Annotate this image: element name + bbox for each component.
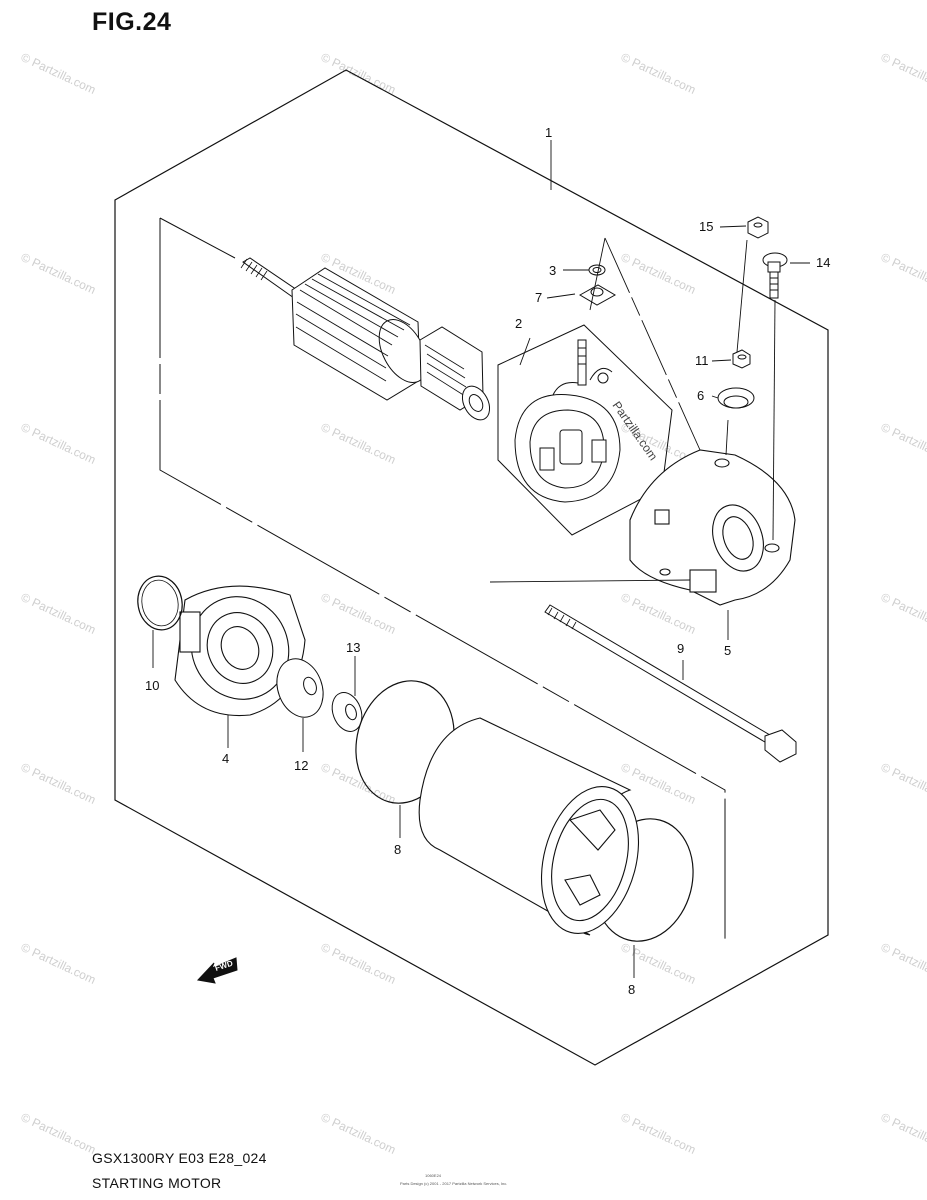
leader-lines: [152, 140, 810, 978]
armature: [240, 257, 491, 421]
o-ring-10: [137, 575, 183, 631]
front-cover-4: [174, 585, 306, 717]
callout-label-12: 12: [294, 758, 308, 773]
watermark-text: © Partzilla.com: [19, 1110, 98, 1157]
watermark-text: © Partzilla.com: [19, 50, 98, 97]
washer-12: [276, 658, 324, 718]
bolt-14: [762, 252, 788, 299]
watermark-text: © Partzilla.com: [19, 940, 98, 987]
watermark-text: © Partzilla.com: [619, 1110, 698, 1157]
callout-label-5: 5: [724, 643, 731, 658]
watermark-text: © Partzilla.com: [879, 940, 927, 987]
fine-print-code: 1060E24: [425, 1173, 442, 1178]
watermark-text: © Partzilla.com: [619, 590, 698, 637]
watermark-text: © Partzilla.com: [19, 250, 98, 297]
model-code: GSX1300RY E03 E28_024: [92, 1150, 267, 1166]
callout-label-6: 6: [697, 388, 704, 403]
o-ring-10-inner: [141, 579, 179, 627]
callout-label-15: 15: [699, 219, 713, 234]
watermark-text: © Partzilla.com: [19, 420, 98, 467]
callout-label-14: 14: [816, 255, 830, 270]
rear-housing: [629, 449, 796, 606]
callout-label-3: 3: [549, 263, 556, 278]
washer-13: [331, 692, 363, 732]
callout-label-10: 10: [145, 678, 159, 693]
washer-6: [717, 387, 755, 409]
callout-label-4: 4: [222, 751, 229, 766]
nut-15: [747, 216, 769, 239]
inner-plane-top-edge: [159, 217, 236, 259]
watermark-text: © Partzilla.com: [879, 590, 927, 637]
watermark-text: © Partzilla.com: [319, 50, 398, 97]
callout-label-8b: 8: [628, 982, 635, 997]
motor-case: [418, 717, 640, 936]
watermark-text: © Partzilla.com: [879, 50, 927, 97]
callout-label-13: 13: [346, 640, 360, 655]
nut-11: [732, 349, 751, 369]
washer-3: [588, 264, 606, 276]
watermark-text: © Partzilla.com: [619, 940, 698, 987]
watermark-layer: © Partzilla.com © Partzilla.com © Partzill…: [19, 50, 927, 1157]
watermark-text: © Partzilla.com: [619, 250, 698, 297]
watermark-text: © Partzilla.com: [319, 940, 398, 987]
watermark-text: © Partzilla.com: [879, 420, 927, 467]
callout-label-8a: 8: [394, 842, 401, 857]
watermark-text: © Partzilla.com: [19, 590, 98, 637]
watermark-text: © Partzilla.com: [319, 420, 398, 467]
brush-holder: [514, 339, 621, 503]
inner-plane-outline: [159, 218, 726, 940]
watermark-text: © Partzilla.com: [319, 1110, 398, 1157]
fwd-arrow-icon: FWD: [197, 957, 238, 984]
figure-title: FIG.24: [92, 8, 172, 36]
watermark-text: © Partzilla.com: [619, 760, 698, 807]
callout-label-7: 7: [535, 290, 542, 305]
callout-label-9: 9: [677, 641, 684, 656]
watermark-text: © Partzilla.com: [19, 760, 98, 807]
terminal-insulator-7: [578, 284, 617, 306]
callout-label-2: 2: [515, 316, 522, 331]
watermark-text: © Partzilla.com: [879, 1110, 927, 1157]
assembly-outline: [114, 69, 829, 1066]
fine-print-copyright: Parts Design (c) 2001 - 2017 Partzilla N…: [400, 1181, 508, 1186]
watermark-text: © Partzilla.com: [619, 50, 698, 97]
callout-label-11: 11: [695, 353, 709, 368]
watermark-text: © Partzilla.com: [879, 760, 927, 807]
watermark-text: © Partzilla.com: [879, 250, 927, 297]
through-bolt-9: [544, 604, 797, 763]
callout-label-1: 1: [545, 125, 552, 140]
figure-name: STARTING MOTOR: [92, 1175, 222, 1191]
watermark-text: © Partzilla.com: [319, 590, 398, 637]
